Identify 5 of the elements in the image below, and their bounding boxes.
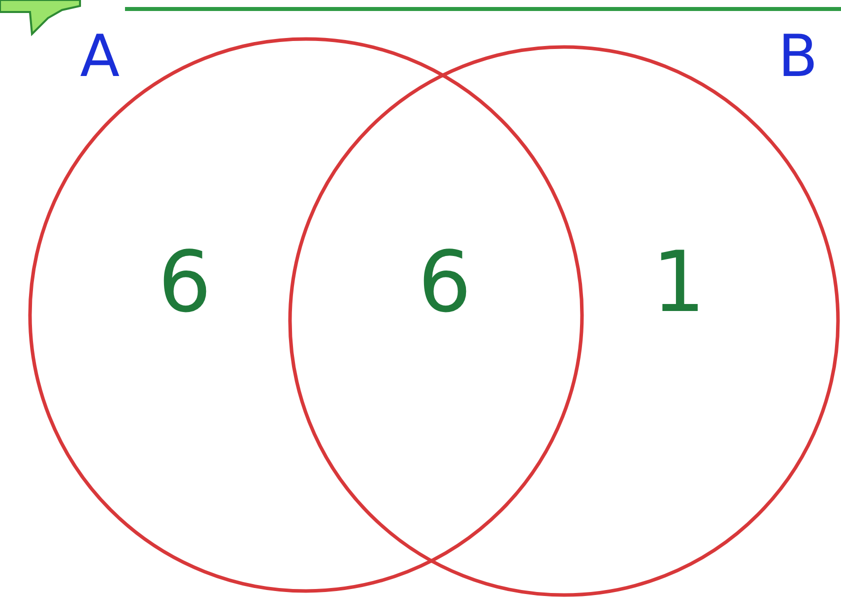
region-count: 1 xyxy=(652,240,706,324)
region-count: 6 xyxy=(158,240,212,324)
region-count: 6 xyxy=(418,240,472,324)
set-label: A xyxy=(80,27,120,85)
set-label: B xyxy=(778,27,818,85)
